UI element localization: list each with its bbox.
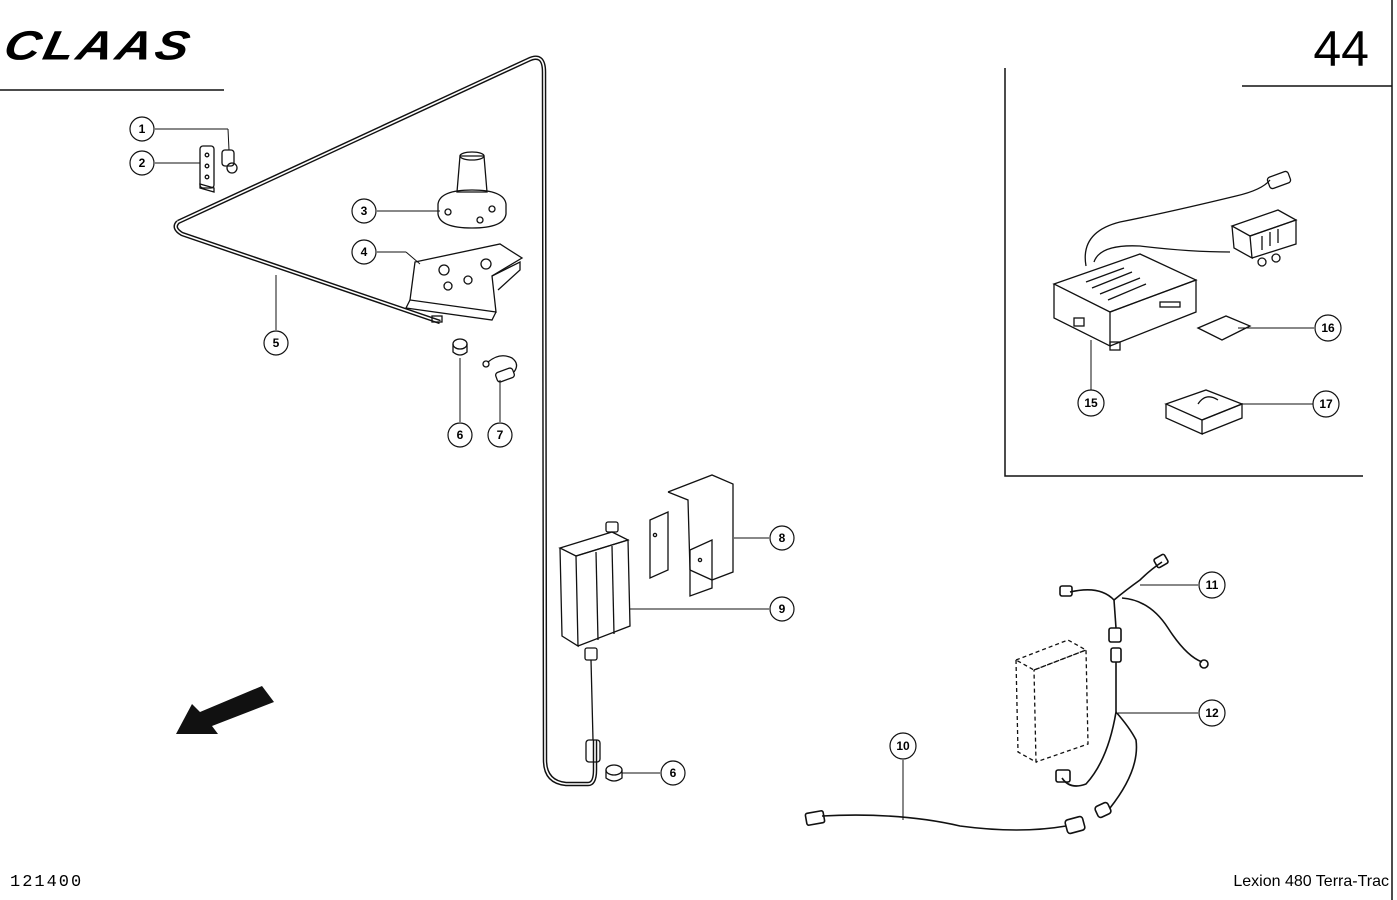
callout-7: 7	[487, 422, 513, 448]
callout-16: 16	[1314, 314, 1342, 342]
direction-arrow	[176, 686, 274, 734]
svg-text:12: 12	[1205, 706, 1219, 720]
callout-10: 10	[889, 732, 917, 760]
part-dashed-unit	[1014, 639, 1089, 764]
part-antenna-cable-core	[174, 56, 596, 785]
part-wiring-harness	[1059, 553, 1209, 669]
svg-text:6: 6	[670, 766, 677, 780]
part-relay	[1230, 170, 1298, 267]
callout-15: 15	[1077, 389, 1105, 417]
part-control-unit	[1052, 179, 1271, 351]
callout-6-lower: 6	[660, 760, 686, 786]
part-bracket	[199, 145, 238, 193]
callout-17: 17	[1312, 390, 1340, 418]
callout-9: 9	[769, 596, 795, 622]
svg-text:3: 3	[361, 204, 368, 218]
svg-text:5: 5	[273, 336, 280, 350]
callout-5: 5	[263, 330, 289, 356]
callout-12: 12	[1198, 699, 1226, 727]
model-name: Lexion 480 Terra-Trac	[1233, 873, 1389, 890]
svg-text:8: 8	[779, 531, 786, 545]
page-number: 44	[1313, 21, 1369, 77]
svg-text:1: 1	[139, 122, 146, 136]
svg-text:6: 6	[457, 428, 464, 442]
svg-text:10: 10	[896, 739, 910, 753]
svg-text:4: 4	[361, 245, 368, 259]
leader-lines	[155, 128, 1314, 820]
svg-text:2: 2	[139, 156, 146, 170]
svg-text:16: 16	[1321, 321, 1335, 335]
part-antenna-cable	[173, 55, 598, 787]
part-nut-upper	[452, 338, 468, 356]
part-mounting-plate	[405, 243, 524, 323]
svg-text:15: 15	[1084, 396, 1098, 410]
part-card	[1196, 315, 1252, 341]
part-small-cable	[482, 355, 518, 383]
callout-3: 3	[351, 198, 377, 224]
part-cable-12	[1055, 662, 1138, 819]
part-cover-bracket	[649, 474, 734, 597]
svg-text:17: 17	[1319, 397, 1333, 411]
svg-text:9: 9	[779, 602, 786, 616]
part-nut-lower	[605, 764, 623, 782]
part-module-box	[558, 521, 631, 763]
part-box-17	[1164, 389, 1244, 436]
callout-1: 1	[129, 116, 155, 142]
document-number: 121400	[10, 873, 84, 892]
callout-6-upper: 6	[447, 422, 473, 448]
callout-2: 2	[129, 150, 155, 176]
part-antenna	[437, 151, 507, 229]
svg-text:7: 7	[497, 428, 504, 442]
callout-8: 8	[769, 525, 795, 551]
svg-text:11: 11	[1206, 578, 1219, 592]
inset-frame	[1004, 68, 1363, 477]
callout-11: 11	[1198, 571, 1226, 599]
callouts: 1 2 3 4 5 6 7 8 9 6 10 11 12 15 16 17	[129, 116, 1342, 786]
callout-4: 4	[351, 239, 377, 265]
part-cable-10	[804, 810, 1086, 835]
